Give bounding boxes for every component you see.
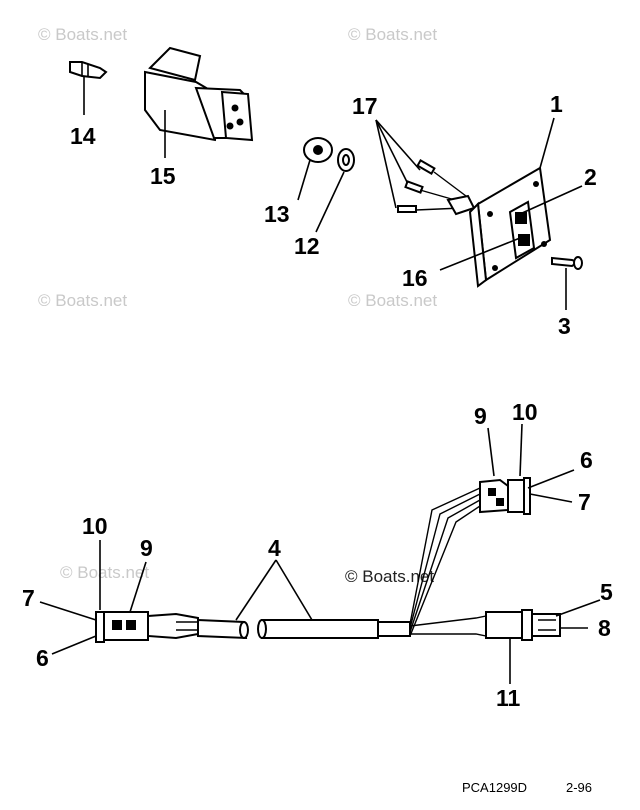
callout-6-right: 6 xyxy=(580,447,593,473)
washer-part xyxy=(315,148,355,233)
callout-15: 15 xyxy=(150,163,176,189)
callout-14: 14 xyxy=(70,123,96,149)
callout-6-left: 6 xyxy=(36,645,49,671)
callout-9-right: 9 xyxy=(474,403,487,429)
callout-12: 12 xyxy=(294,233,320,259)
callout-10-right: 10 xyxy=(512,399,538,425)
callout-10-left: 10 xyxy=(82,513,108,539)
watermark: © Boats.net xyxy=(38,291,127,310)
watermark: © Boats.net xyxy=(345,567,434,586)
connector-housing-part xyxy=(144,46,254,158)
callout-8: 8 xyxy=(598,615,611,641)
callout-9-left: 9 xyxy=(140,535,153,561)
watermark: © Boats.net xyxy=(348,291,437,310)
leader-line xyxy=(439,237,521,271)
upper-right-connector-part xyxy=(479,477,531,515)
screw-part xyxy=(551,256,583,310)
callout-1: 1 xyxy=(550,91,563,117)
harness-cable-part xyxy=(197,618,411,640)
callout-5: 5 xyxy=(600,579,613,605)
left-connector-part xyxy=(95,611,199,643)
callout-11: 11 xyxy=(496,685,521,711)
leader-line xyxy=(519,185,583,215)
figure-revision: 2-96 xyxy=(566,780,592,795)
callout-3: 3 xyxy=(558,313,571,339)
callout-2: 2 xyxy=(584,164,597,190)
figure-code: PCA1299D xyxy=(462,780,527,795)
watermark: © Boats.net xyxy=(38,25,127,44)
wire-terminals-part xyxy=(375,119,476,216)
callout-17: 17 xyxy=(352,93,378,119)
callout-4: 4 xyxy=(268,535,281,561)
callout-7-right: 7 xyxy=(578,489,591,515)
watermark: © Boats.net xyxy=(348,25,437,44)
harness-branch-wires xyxy=(409,487,487,637)
lower-right-connector-part xyxy=(485,609,561,641)
callout-7-left: 7 xyxy=(22,585,35,611)
nut-part xyxy=(297,137,333,201)
callout-13: 13 xyxy=(264,201,290,227)
leader-line xyxy=(539,117,555,169)
watermark: © Boats.net xyxy=(60,563,149,582)
switch-panel-part xyxy=(468,166,552,288)
terminal-pin-part xyxy=(69,61,108,115)
callout-16: 16 xyxy=(402,265,428,291)
